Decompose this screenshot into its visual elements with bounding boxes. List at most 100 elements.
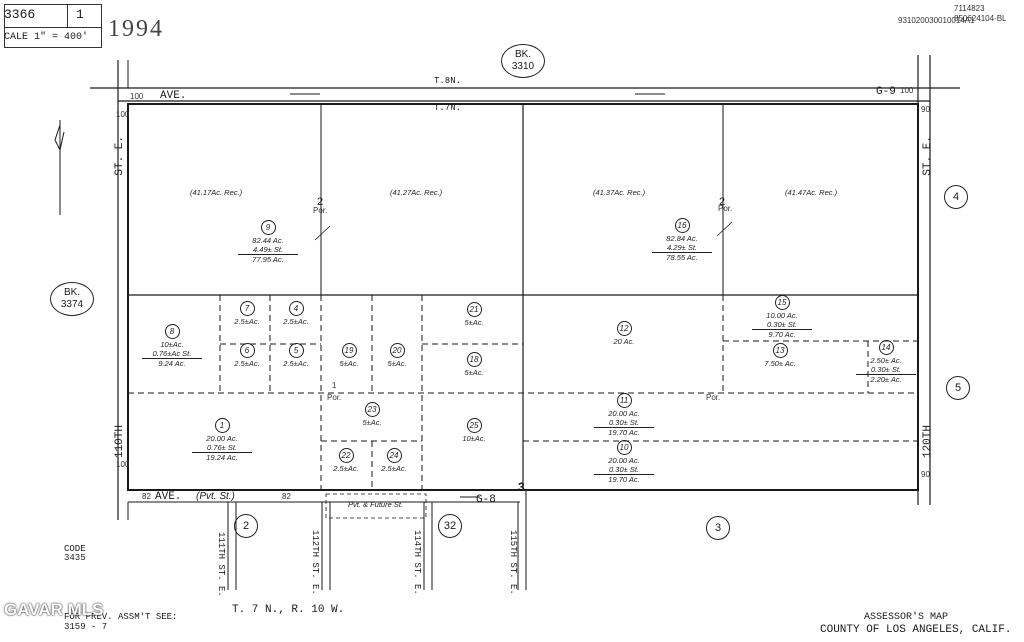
adjacent-page-4[interactable]: 4 bbox=[944, 185, 968, 209]
parcel-number: 20 bbox=[389, 343, 405, 358]
adjacent-page-2[interactable]: 2 bbox=[234, 514, 258, 538]
parcel-acreage-line: 19.24 Ac. bbox=[206, 453, 238, 462]
parcel-number: 18 bbox=[466, 352, 482, 367]
parcel-acreage-line: 2.5±Ac. bbox=[283, 359, 309, 368]
parcel-number: 21 bbox=[466, 302, 482, 317]
west-street-label: ST. E. bbox=[114, 136, 126, 176]
parcel-acreage-line: 78.55 Ac. bbox=[666, 253, 698, 262]
parcel-acreage-line: 0.30± St. bbox=[856, 365, 916, 375]
code-label: CODE bbox=[64, 544, 86, 554]
parcel-acreage-line: 20.00 Ac. bbox=[608, 409, 640, 418]
east-street-name: 120TH bbox=[922, 425, 934, 459]
dim-top-right: 100 bbox=[900, 86, 914, 95]
page-number: 3366 bbox=[4, 7, 36, 22]
parcel-number: 4 bbox=[288, 301, 304, 316]
section-3-label: 3 bbox=[518, 480, 525, 494]
parcel-acreage-line: 20.00 Ac. bbox=[608, 456, 640, 465]
parcel-acreage-line: 4.49± St. bbox=[238, 245, 298, 255]
parcel-number: 1 bbox=[214, 418, 230, 433]
south-street-114th: 114TH ST. E. bbox=[412, 530, 422, 595]
book-ref-3374: BK. 3374 bbox=[50, 282, 94, 316]
parcel-acreage-line: 2.50± Ac. bbox=[870, 356, 902, 365]
parcel-acreage-line: 7.50± Ac. bbox=[764, 359, 796, 368]
parcel-acreage-line: 10.00 Ac. bbox=[766, 311, 798, 320]
parcel-acreage-line: 82.44 Ac. bbox=[252, 236, 284, 245]
quarter-rec-1: (41.17Ac. Rec.) bbox=[190, 188, 243, 197]
parcel-number: 22 bbox=[338, 448, 354, 463]
future-street-label: Pvt. & Future St. bbox=[348, 500, 404, 509]
parcel-acreage-line: 0.76±Ac St. bbox=[142, 349, 202, 359]
parcel-acreage-line: 20 Ac. bbox=[613, 337, 635, 346]
parcel-number: 11 bbox=[616, 393, 632, 408]
section-2-left-suffix: Por. bbox=[313, 206, 328, 215]
township-south: T.7N. bbox=[434, 103, 462, 113]
parcel-number: 19 bbox=[341, 343, 357, 358]
parcel-number: 25 bbox=[466, 418, 482, 433]
book-ref-label: BK. bbox=[514, 49, 532, 60]
bottom-avenue-label: AVE. bbox=[155, 491, 182, 503]
parcel-number: 15 bbox=[774, 295, 790, 310]
parcel-acreage-line: 5±Ac. bbox=[362, 418, 382, 427]
parcel-number: 13 bbox=[772, 343, 788, 358]
parcel-acreage-line: 2.5±Ac. bbox=[333, 464, 359, 473]
prev-assessment-value: 3159 - 7 bbox=[64, 622, 108, 632]
parcel-acreage-line: 0.76± St. bbox=[192, 443, 252, 453]
book-ref-label: BK. bbox=[63, 287, 81, 298]
bottom-avenue-code: G-8 bbox=[476, 494, 496, 506]
adjacent-page-32[interactable]: 32 bbox=[438, 514, 462, 538]
parcel-acreage-line: 2.5±Ac. bbox=[381, 464, 407, 473]
ref-code-2: 850624104-BL bbox=[954, 14, 1007, 23]
parcel-acreage-line: 2.5±Ac. bbox=[283, 317, 309, 326]
parcel-acreage-line: 5±Ac. bbox=[387, 359, 407, 368]
parcel-acreage-line: 9.24 Ac. bbox=[158, 359, 186, 368]
bottom-avenue-note: (Pvt. St.) bbox=[196, 491, 235, 502]
map-year: 1994 bbox=[108, 16, 164, 42]
parcel-acreage-line: 10±Ac. bbox=[462, 434, 486, 443]
quarter-rec-2: (41.27Ac. Rec.) bbox=[390, 188, 443, 197]
book-ref-number: 3374 bbox=[60, 299, 84, 310]
parcel-number: 6 bbox=[239, 343, 255, 358]
parcel-number: 8 bbox=[164, 324, 180, 339]
mls-watermark: GAVAR MLS bbox=[4, 600, 104, 619]
parcel-acreage-line: 19.70 Ac. bbox=[608, 475, 640, 484]
parcel-acreage-line: 0.30± St. bbox=[752, 320, 812, 330]
south-street-111th: 111TH ST. E. bbox=[216, 532, 226, 597]
dim-bottom-left: 82 bbox=[142, 492, 151, 501]
dim-right-top: 90 bbox=[921, 105, 930, 114]
section-2-right-suffix: Por. bbox=[718, 204, 733, 213]
sheet-number: 1 bbox=[76, 7, 84, 22]
south-street-115th: 115TH ST. E. bbox=[508, 530, 518, 595]
book-ref-3310: BK. 3310 bbox=[501, 44, 545, 78]
adjacent-page-3[interactable]: 3 bbox=[706, 516, 730, 540]
parcel-acreage-line: 20.00 Ac. bbox=[206, 434, 238, 443]
parcel-number: 14 bbox=[878, 340, 894, 355]
parcel-acreage-line: 77.95 Ac. bbox=[252, 255, 284, 264]
ref-code-1: 7114823 bbox=[954, 4, 985, 13]
adjacent-page-5[interactable]: 5 bbox=[946, 376, 970, 400]
parcel-acreage-line: 82.84 Ac. bbox=[666, 234, 698, 243]
parcel-number: 16 bbox=[674, 218, 690, 233]
east-street-label: ST. E. bbox=[922, 136, 934, 176]
